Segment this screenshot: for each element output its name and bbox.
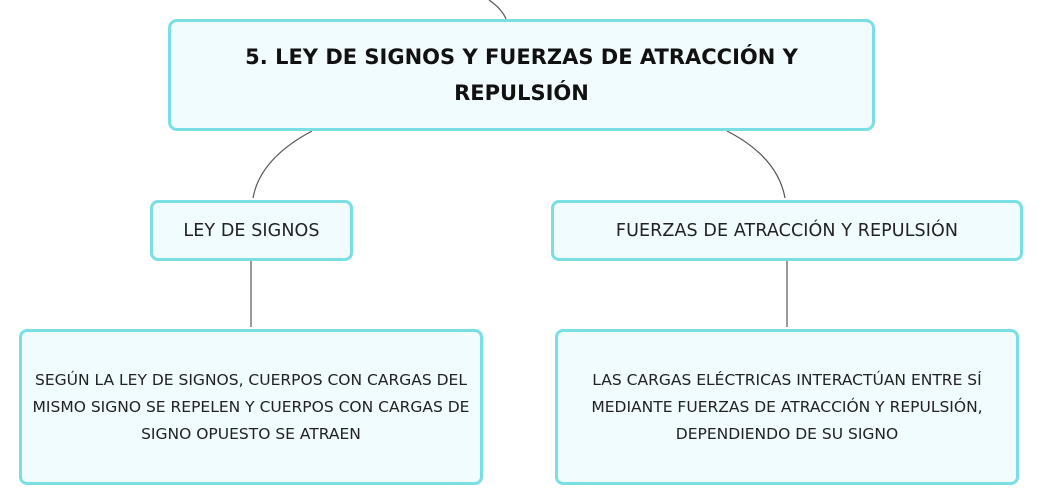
central-topic-label: 5. LEY DE SIGNOS Y FUERZAS DE ATRACCIÓN … xyxy=(245,45,798,105)
connector-root-to-ley-de-signos xyxy=(252,130,313,199)
detail-node-ley-de-signos[interactable]: SEGÚN LA LEY DE SIGNOS, CUERPOS CON CARG… xyxy=(19,329,483,485)
detail-node-fuerzas[interactable]: LAS CARGAS ELÉCTRICAS INTERACTÚAN ENTRE … xyxy=(555,329,1019,485)
topic-node-ley-de-signos[interactable]: LEY DE SIGNOS xyxy=(150,200,353,261)
topic-node-fuerzas[interactable]: FUERZAS DE ATRACCIÓN Y REPULSIÓN xyxy=(551,200,1023,261)
detail-text-ley-de-signos: SEGÚN LA LEY DE SIGNOS, CUERPOS CON CARG… xyxy=(32,370,470,443)
topic-label-fuerzas: FUERZAS DE ATRACCIÓN Y REPULSIÓN xyxy=(615,220,959,241)
connector-root-to-fuerzas xyxy=(726,130,786,199)
detail-text-fuerzas: LAS CARGAS ELÉCTRICAS INTERACTÚAN ENTRE … xyxy=(591,370,983,443)
connector-from-parent xyxy=(488,0,507,20)
central-topic-node[interactable]: 5. LEY DE SIGNOS Y FUERZAS DE ATRACCIÓN … xyxy=(168,19,875,131)
topic-label-ley-de-signos: LEY DE SIGNOS xyxy=(183,220,320,241)
